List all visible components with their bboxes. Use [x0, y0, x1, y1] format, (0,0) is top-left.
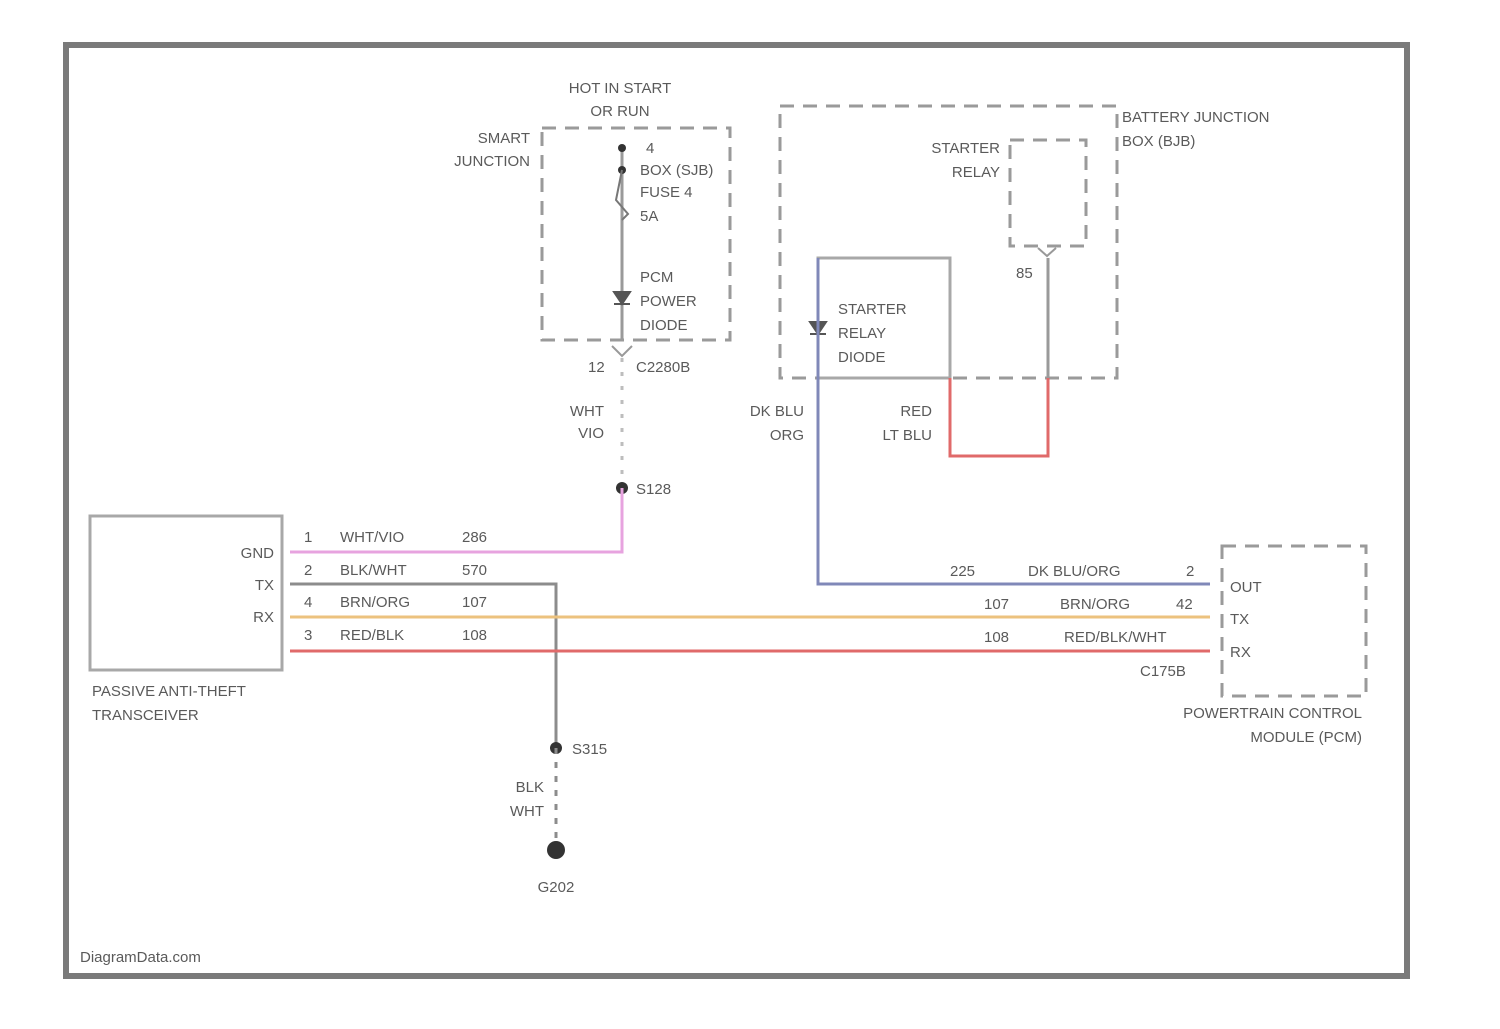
pats-pin-tx: TX [255, 577, 274, 594]
pats-row3-color: BRN/ORG [340, 594, 410, 611]
supply-title-line1: HOT IN START [569, 80, 672, 97]
fuse-label-line4: 5A [640, 208, 658, 225]
pcm-row1-num: 2 [1186, 563, 1194, 580]
pcm-row3-color: RED/BLK/WHT [1064, 629, 1167, 646]
starter-relay-diode-label-line3: DIODE [838, 349, 886, 366]
pats-row4-num: 3 [304, 627, 312, 644]
pcm-row1-circuit: 225 [950, 563, 975, 580]
smart-junction-box [542, 128, 730, 340]
sjb-pin-number: 12 [588, 359, 605, 376]
supply-wire-label-line1: WHT [570, 403, 604, 420]
pcm-row1-color: DK BLU/ORG [1028, 563, 1121, 580]
pats-label-line2: TRANSCEIVER [92, 707, 199, 724]
battery-junction-label-line1: BATTERY JUNCTION [1122, 109, 1270, 126]
sjb-connector-chevron [612, 346, 632, 356]
battery-junction-label-line2: BOX (BJB) [1122, 133, 1195, 150]
pats-row2-circuit: 570 [462, 562, 487, 579]
pcm-label-line1: POWERTRAIN CONTROL [1183, 705, 1362, 722]
pats-row4-color: RED/BLK [340, 627, 404, 644]
fuse-dot-1 [618, 144, 626, 152]
starter-relay-box [1010, 140, 1086, 246]
fuse-label-line1: 4 [646, 140, 654, 157]
pats-label-line1: PASSIVE ANTI-THEFT [92, 683, 246, 700]
ground-wire-label-line1: BLK [516, 779, 544, 796]
pats-row3-circuit: 107 [462, 594, 487, 611]
pcm-diode-label-line1: PCM [640, 269, 673, 286]
starter-relay-pin: 85 [1016, 265, 1033, 282]
supply-wire-label-line2: VIO [578, 425, 604, 442]
pats-row2-num: 2 [304, 562, 312, 579]
pats-row4-circuit: 108 [462, 627, 487, 644]
fuse-label-line3: FUSE 4 [640, 184, 693, 201]
pats-row1-num: 1 [304, 529, 312, 546]
fuse-label-line2: BOX (SJB) [640, 162, 713, 179]
ground-wire-label-line2: WHT [510, 803, 544, 820]
splice-s315-label: S315 [572, 741, 607, 758]
pats-row1-circuit: 286 [462, 529, 487, 546]
supply-title-line2: OR RUN [590, 103, 649, 120]
pats-pin-gnd: GND [241, 545, 275, 562]
red-wire-label-line2: LT BLU [883, 427, 932, 444]
starter-relay-diode-label-line2: RELAY [838, 325, 886, 342]
red-wire-label-line1: RED [900, 403, 932, 420]
starter-relay-label-line2: RELAY [952, 164, 1000, 181]
pcm-row2-circuit: 107 [984, 596, 1009, 613]
smart-junction-label-line2: JUNCTION [454, 153, 530, 170]
pcm-row3-circuit: 108 [984, 629, 1009, 646]
pcm-pin-tx: TX [1230, 611, 1249, 628]
starter-relay-diode-label-line1: STARTER [838, 301, 907, 318]
pcm-pin-out: OUT [1230, 579, 1262, 596]
starter-relay-label-line1: STARTER [931, 140, 1000, 157]
pcm-label-line2: MODULE (PCM) [1250, 729, 1362, 746]
pats-module-box [90, 516, 282, 670]
pcm-row2-color: BRN/ORG [1060, 596, 1130, 613]
pcm-diode-label-line3: DIODE [640, 317, 688, 334]
pats-row1-color: WHT/VIO [340, 529, 404, 546]
splice-s128-label: S128 [636, 481, 671, 498]
dkblu-wire-label-line2: ORG [770, 427, 804, 444]
pcm-pin-rx: RX [1230, 644, 1251, 661]
ground-g202-label: G202 [538, 879, 575, 896]
pcm-row2-num: 42 [1176, 596, 1193, 613]
relay-pin-chevron [1038, 248, 1056, 256]
pcm-diode-label-line2: POWER [640, 293, 697, 310]
wire-red-ltblu [950, 378, 1048, 456]
wire-blk-wht-gnd [290, 584, 556, 748]
pats-row2-color: BLK/WHT [340, 562, 407, 579]
diagram-frame [66, 45, 1407, 976]
smart-junction-label-line1: SMART [478, 130, 530, 147]
dkblu-wire-label-line1: DK BLU [750, 403, 804, 420]
pats-pin-rx: RX [253, 609, 274, 626]
pcm-power-diode-symbol [614, 292, 630, 304]
pcm-connector-label: C175B [1140, 663, 1186, 680]
sjb-connector-label: C2280B [636, 359, 690, 376]
pats-row3-num: 4 [304, 594, 312, 611]
watermark: DiagramData.com [80, 949, 201, 966]
ground-g202 [547, 841, 565, 859]
